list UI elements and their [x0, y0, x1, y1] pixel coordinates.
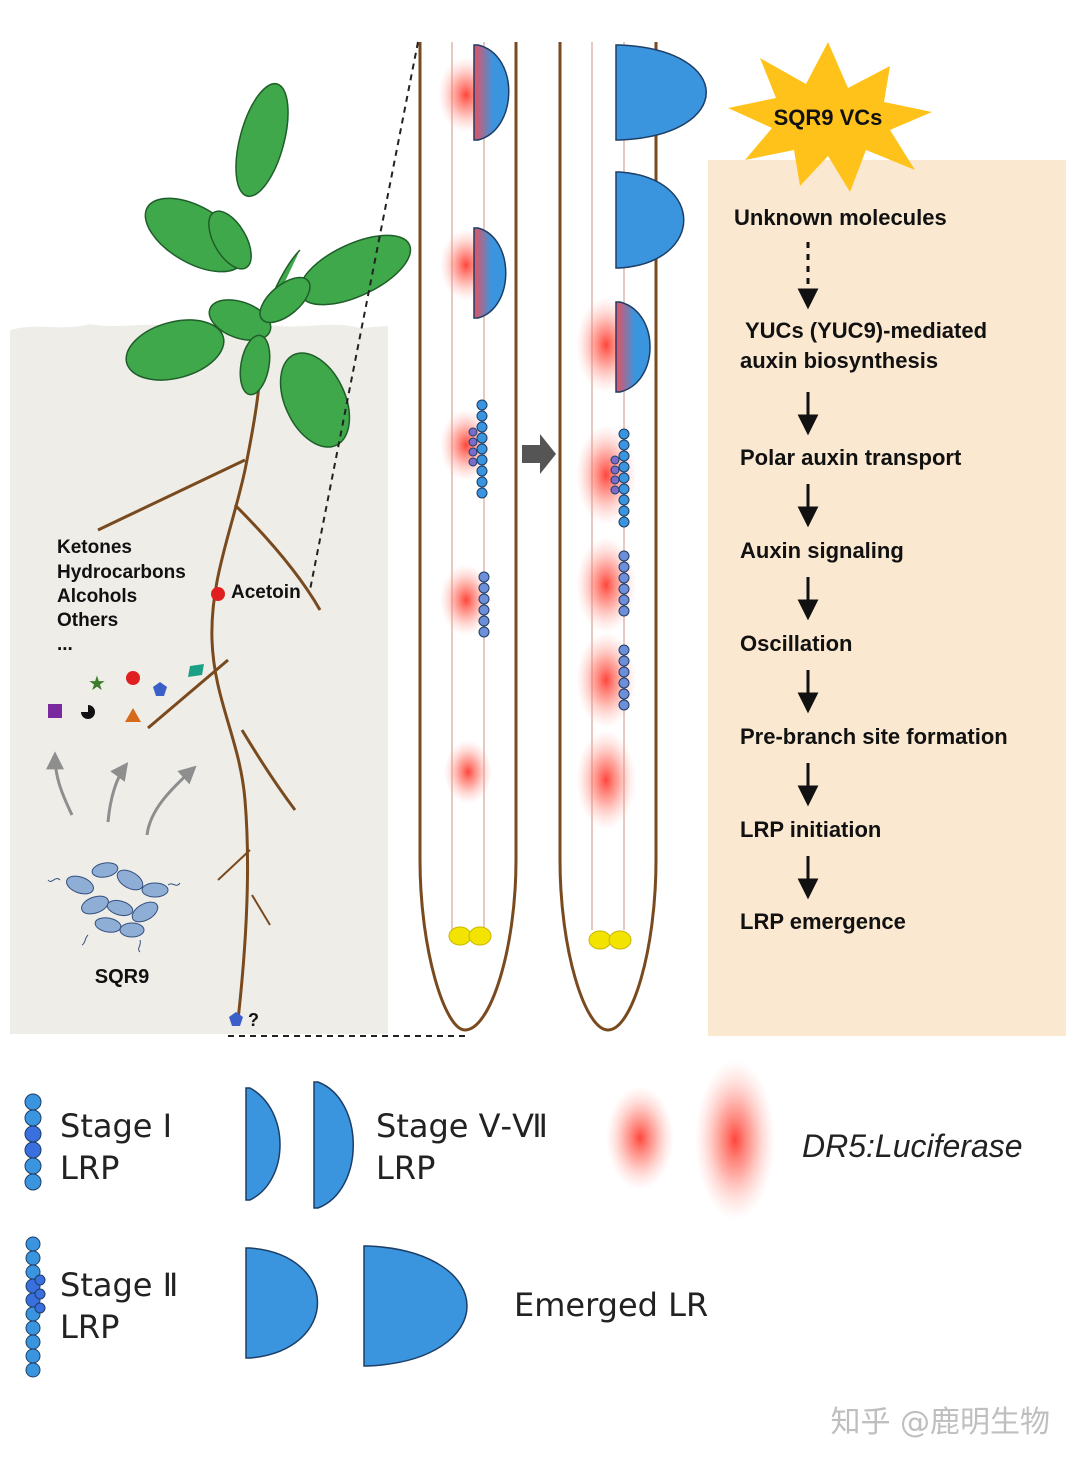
quiescent-center — [588, 930, 632, 950]
primordium-stage2 — [468, 399, 488, 499]
star-icon: ★ — [88, 673, 106, 695]
step-auxin-signaling: Auxin signaling — [740, 538, 904, 563]
square-icon — [48, 704, 62, 718]
legend-stage2-title: Stage Ⅱ — [60, 1266, 178, 1304]
vcs-burst-icon — [728, 42, 932, 192]
step-pre-branch-site: Pre-branch site formation — [740, 724, 1008, 749]
legend-stage7-icon — [313, 1081, 354, 1209]
primordium-large — [615, 171, 685, 269]
plant-leaves — [125, 82, 412, 448]
legend-stage1-sub: LRP — [60, 1149, 119, 1187]
plant-root — [97, 329, 322, 1021]
primordium-stage1 — [618, 644, 630, 711]
legend: Stage Ⅰ LRP Stage Ⅴ-Ⅶ LRP DR5:Luciferase… — [24, 1060, 1023, 1378]
legend-reporter-large-icon — [695, 1060, 775, 1220]
triangle-icon — [125, 708, 141, 722]
emission-arrows — [46, 751, 197, 836]
legend-emerged-small-icon — [245, 1247, 319, 1359]
step-unknown-molecules: Unknown molecules — [734, 205, 947, 230]
quiescent-center — [448, 926, 492, 946]
pacman-icon — [81, 705, 95, 719]
compound-list: Ketones Hydrocarbons Alcohols Others ... — [57, 537, 186, 655]
zoom-lines — [228, 41, 470, 1037]
compound-ketones: Ketones — [57, 537, 132, 558]
step-oscillation: Oscillation — [740, 631, 852, 656]
compound-shapes: ★ — [48, 664, 204, 722]
legend-stage57-sub: LRP — [376, 1149, 435, 1187]
legend-reporter-label: DR5:Luciferase — [802, 1128, 1023, 1164]
pentagon-icon — [153, 682, 167, 696]
compound-ellipsis: ... — [57, 634, 73, 655]
primordium-stage1 — [478, 571, 490, 638]
parallelogram-icon — [188, 664, 204, 677]
legend-stage1-icon — [24, 1093, 42, 1191]
compound-hydrocarbons: Hydrocarbons — [57, 562, 186, 583]
acetoin-label: Acetoin — [231, 582, 301, 603]
pathway-steps: Unknown molecules YUCs (YUC9)-mediated a… — [734, 205, 1008, 934]
primordium-stage5 — [473, 227, 507, 319]
unknown-mark: ? — [248, 1010, 259, 1030]
compound-alcohols: Alcohols — [57, 586, 137, 607]
compound-others: Others — [57, 610, 118, 631]
emerged-lr — [615, 44, 707, 141]
vcs-label: SQR9 VCs — [774, 105, 883, 130]
legend-stage2-icon — [25, 1236, 46, 1378]
bacteria-cluster-icon — [47, 862, 181, 953]
circle-icon — [126, 671, 140, 685]
acetoin-dot — [211, 587, 225, 601]
soil-panel — [10, 324, 388, 1034]
unknown-pentagon-icon — [229, 1012, 243, 1026]
step-yucs: YUCs (YUC9)-mediated — [745, 318, 987, 343]
step-lrp-initiation: LRP initiation — [740, 817, 881, 842]
legend-stage57-title: Stage Ⅴ-Ⅶ — [376, 1107, 548, 1145]
primordium-stage5 — [615, 301, 651, 393]
root-before — [418, 42, 518, 1032]
legend-stage5-icon — [245, 1087, 281, 1201]
primordium-stage2 — [618, 550, 630, 617]
bacteria-label: SQR9 — [95, 966, 149, 988]
primordium-stage5 — [473, 44, 510, 141]
pathway-arrows — [797, 242, 819, 900]
step-polar-auxin-transport: Polar auxin transport — [740, 445, 962, 470]
watermark: 知乎 @鹿明生物 — [830, 1405, 1050, 1440]
legend-emerged-label: Emerged LR — [514, 1286, 708, 1324]
pathway-panel — [708, 160, 1066, 1036]
legend-stage2-sub: LRP — [60, 1308, 119, 1346]
step-lrp-emergence: LRP emergence — [740, 909, 906, 934]
legend-emerged-large-icon — [363, 1245, 468, 1367]
transition-arrow-icon — [522, 434, 556, 474]
legend-reporter-small-icon — [606, 1086, 674, 1190]
legend-stage1-title: Stage Ⅰ — [60, 1107, 172, 1145]
root-after — [558, 42, 707, 1032]
primordium-stage2 — [610, 428, 630, 528]
step-auxin-biosynthesis: auxin biosynthesis — [740, 348, 938, 373]
